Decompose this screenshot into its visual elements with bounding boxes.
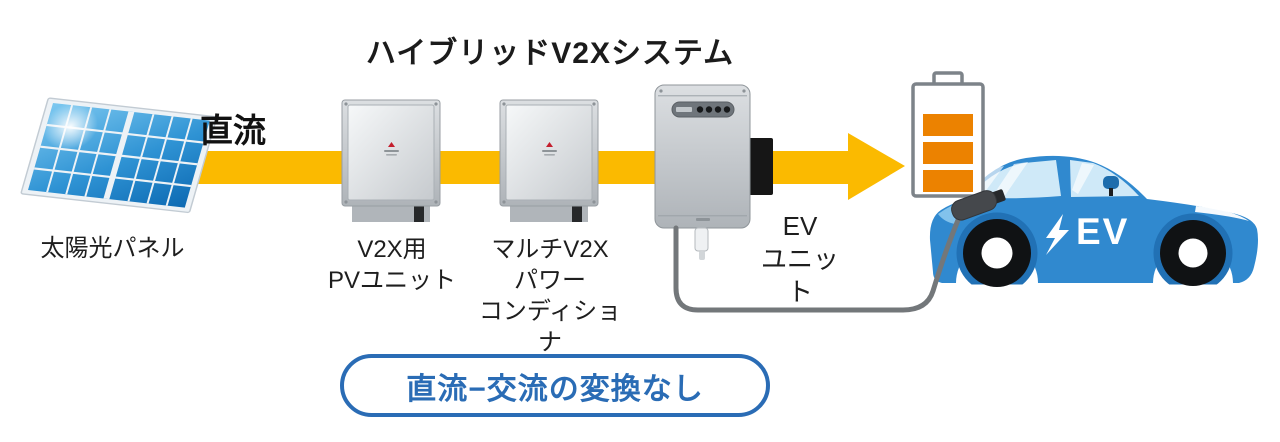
solar-panel-label: 太陽光パネル xyxy=(40,235,185,262)
charging-cable xyxy=(673,210,964,313)
battery-bars xyxy=(923,114,973,192)
pv-unit-label-line1: V2X用 xyxy=(357,236,427,263)
power-conditioner-device xyxy=(499,99,599,223)
power-conditioner-label-line3: コンディショナ xyxy=(478,298,622,356)
car-side-mirror xyxy=(1103,176,1119,189)
power-conditioner-label-line1: マルチV2X xyxy=(491,236,609,263)
pv-unit-label: V2X用 PVユニット xyxy=(317,234,467,296)
power-conditioner-label: マルチV2X パワー コンディショナ xyxy=(470,234,630,358)
ev-unit-label-line1: EV xyxy=(782,211,818,241)
pv-unit-label-line2: PVユニット xyxy=(327,267,456,294)
dc-current-label: 直流 xyxy=(200,112,266,149)
car-ev-badge: EV xyxy=(1076,211,1130,252)
ev-unit-device xyxy=(654,84,773,260)
battery-charge-indicator xyxy=(911,71,985,198)
lightning-bolt-icon xyxy=(1046,214,1069,255)
solar-panel-illustration xyxy=(20,97,218,214)
pv-unit-device xyxy=(341,99,441,223)
diagram-title: ハイブリッドV2Xシステム xyxy=(365,37,735,70)
power-conditioner-label-line2: パワー xyxy=(514,267,586,294)
ev-unit-label: EV ユニット xyxy=(750,210,850,309)
no-conversion-note-text: 直流−交流の変換なし xyxy=(406,372,704,406)
ev-unit-label-line2: ユニット xyxy=(760,244,839,307)
car-headlight xyxy=(1195,206,1249,221)
no-conversion-note-badge: 直流−交流の変換なし xyxy=(340,354,770,417)
charging-plug xyxy=(951,189,1006,221)
